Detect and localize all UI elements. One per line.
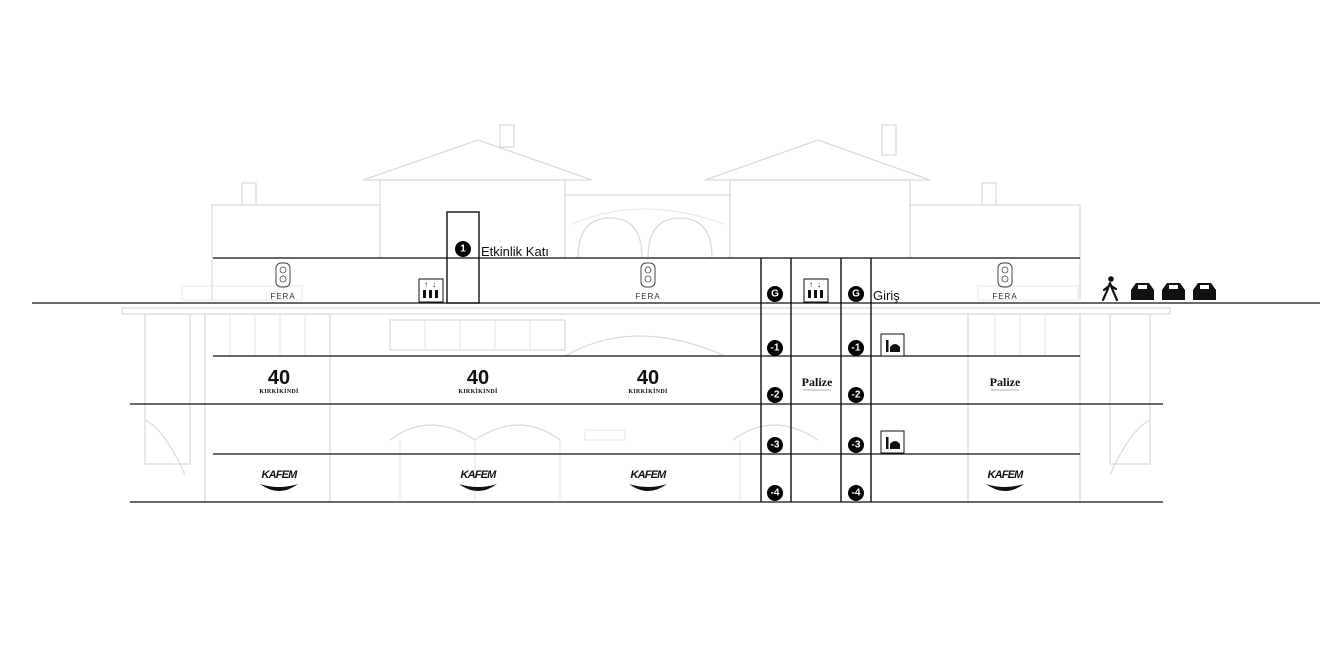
kirkikindi-logo-icon: 40 [467,367,489,389]
svg-text:KIRKİKİNDİ: KIRKİKİNDİ [458,388,498,395]
floor-badge-ground-left: G [767,286,783,302]
kirkikindi-logo-icon: 40 [637,367,659,389]
kafem-swoosh-icon [986,484,1024,491]
mosque-icon [880,333,905,357]
svg-text:-2: -2 [852,390,861,401]
kafem-swoosh-icon [629,484,667,491]
svg-text:↓: ↓ [817,280,821,289]
svg-text:↓: ↓ [432,280,436,289]
car-icon [1131,283,1154,300]
kafem-swoosh-icon [459,484,497,491]
floor-badge-ground-right: G [848,286,864,302]
kafem-logo: KAFEM [986,469,1025,491]
svg-text:KIRKİKİNDİ: KIRKİKİNDİ [259,388,299,395]
kirkikindi-logo: 40 KIRKİKİNDİ [259,367,299,395]
floor-badge-minus3-right: -3 [848,437,864,453]
svg-text:-2: -2 [771,390,780,401]
floor-badge-minus1-left: -1 [767,340,783,356]
entrance-label: Giriş [873,288,900,303]
event-floor-shaft [446,211,480,304]
floor-badge-minus2-right: -2 [848,387,864,403]
kafem-logo: KAFEM [260,469,299,491]
svg-text:FERA: FERA [992,292,1017,301]
svg-text:KAFEM: KAFEM [460,469,497,481]
kirkikindi-logo-icon: 40 [268,367,290,389]
floor-badge-minus3-left: -3 [767,437,783,453]
svg-text:KAFEM: KAFEM [987,469,1024,481]
svg-text:-3: -3 [852,440,861,451]
floor-badge-minus4-right: -4 [848,485,864,501]
svg-text:KAFEM: KAFEM [261,469,298,481]
svg-text:↑: ↑ [809,280,813,289]
svg-text:KAFEM: KAFEM [630,469,667,481]
elevator-icon: ↑ ↓ [418,278,444,303]
mosque-icon [880,430,905,454]
floor-badge-minus1-right: -1 [848,340,864,356]
svg-text:G: G [852,289,860,300]
svg-text:-4: -4 [852,488,861,499]
svg-text:Palize: Palize [802,375,833,389]
kirkikindi-logo: 40 KIRKİKİNDİ [628,367,668,395]
floor-badge-minus2-left: -2 [767,387,783,403]
walking-person-icon [1101,276,1119,302]
fera-emblem-icon [640,262,656,288]
palize-logo: Palize [990,375,1021,391]
vertical-shafts [760,258,872,502]
svg-text:G: G [771,289,779,300]
svg-text:-1: -1 [771,343,780,354]
car-icon [1162,283,1185,300]
fera-emblem-icon [997,262,1013,288]
kafem-logo: KAFEM [459,469,498,491]
svg-text:1: 1 [460,244,466,255]
fera-logo: FERA [992,262,1017,301]
floor-lines [32,257,1320,503]
svg-text:-3: -3 [771,440,780,451]
svg-text:KIRKİKİNDİ: KIRKİKİNDİ [628,388,668,395]
palize-logo: Palize [802,375,833,391]
svg-text:FERA: FERA [270,292,295,301]
svg-text:FERA: FERA [635,292,660,301]
svg-text:-4: -4 [771,488,780,499]
fera-logo: FERA [635,262,660,301]
svg-text:↑: ↑ [424,280,428,289]
fera-emblem-icon [275,262,291,288]
kafem-swoosh-icon [260,484,298,491]
building-background [121,124,1171,503]
event-floor-label: Etkinlik Katı [481,244,549,259]
kafem-logo: KAFEM [629,469,668,491]
kirkikindi-logo: 40 KIRKİKİNDİ [458,367,498,395]
floor-badge-minus4-left: -4 [767,485,783,501]
fera-logo: FERA [270,262,295,301]
elevator-icon: ↑ ↓ [803,278,829,303]
svg-text:-1: -1 [852,343,861,354]
event-floor-badge: 1 [455,241,471,257]
svg-text:Palize: Palize [990,375,1021,389]
car-icon [1193,283,1216,300]
